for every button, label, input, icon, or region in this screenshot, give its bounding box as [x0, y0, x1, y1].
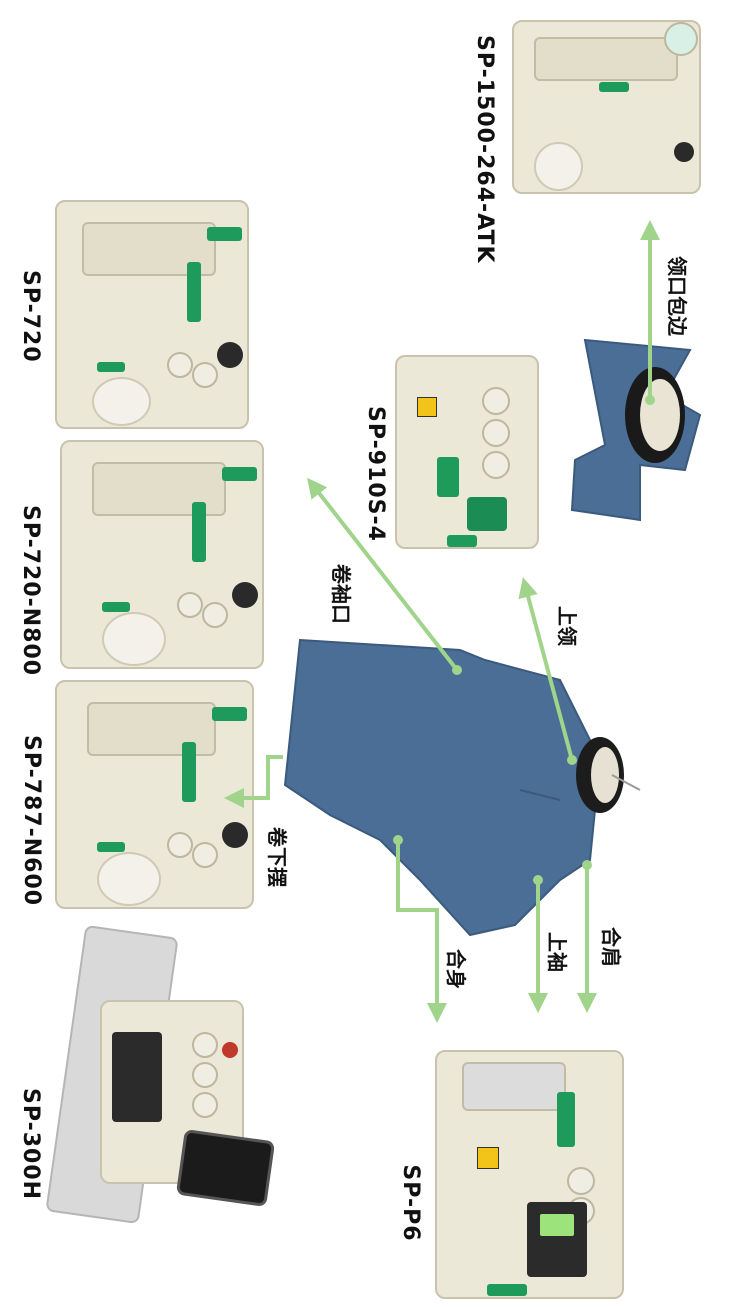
sp-p6-machine-image: [435, 1050, 624, 1299]
label-shoulder: 合肩: [599, 927, 623, 967]
arrow-side-seam: [396, 840, 447, 1023]
label-sp-1500-264-atk: SP-1500-264-ATK: [472, 35, 497, 264]
label-bottom-hem: 卷下摆: [265, 827, 289, 887]
label-sp-720-n800: SP-720-N800: [18, 505, 43, 677]
sp-720-machine-image: [55, 200, 249, 429]
sp-720-n800-machine-image: [60, 440, 264, 669]
label-neck-binding: 领口包边: [665, 256, 689, 336]
label-side-seam: 合身: [444, 949, 468, 989]
arrow-sleeve-hem: [307, 477, 459, 672]
main-tshirt-image: [283, 638, 641, 937]
small-tshirt-image: [570, 338, 702, 522]
flow-arrows: [224, 220, 660, 1023]
sp-910s-machine-image: [395, 355, 539, 549]
label-sp-p6: SP-P6: [398, 1164, 423, 1242]
label-sp-300h: SP-300H: [18, 1088, 43, 1201]
label-collar: 上领: [555, 606, 579, 646]
label-sleeve-hem: 卷袖口: [329, 564, 353, 624]
label-sp-787-n600: SP-787-N600: [19, 735, 44, 907]
label-sleeve-attach: 上袖: [545, 932, 569, 972]
arrow-bottom-hem: [224, 755, 283, 808]
arrow-collar: [518, 577, 574, 761]
sp-1500-machine-image: [512, 20, 701, 194]
label-sp-910s-4: SP-910S-4: [363, 406, 388, 542]
label-sp-720: SP-720: [18, 270, 43, 363]
sp-787-n600-machine-image: [55, 680, 254, 909]
